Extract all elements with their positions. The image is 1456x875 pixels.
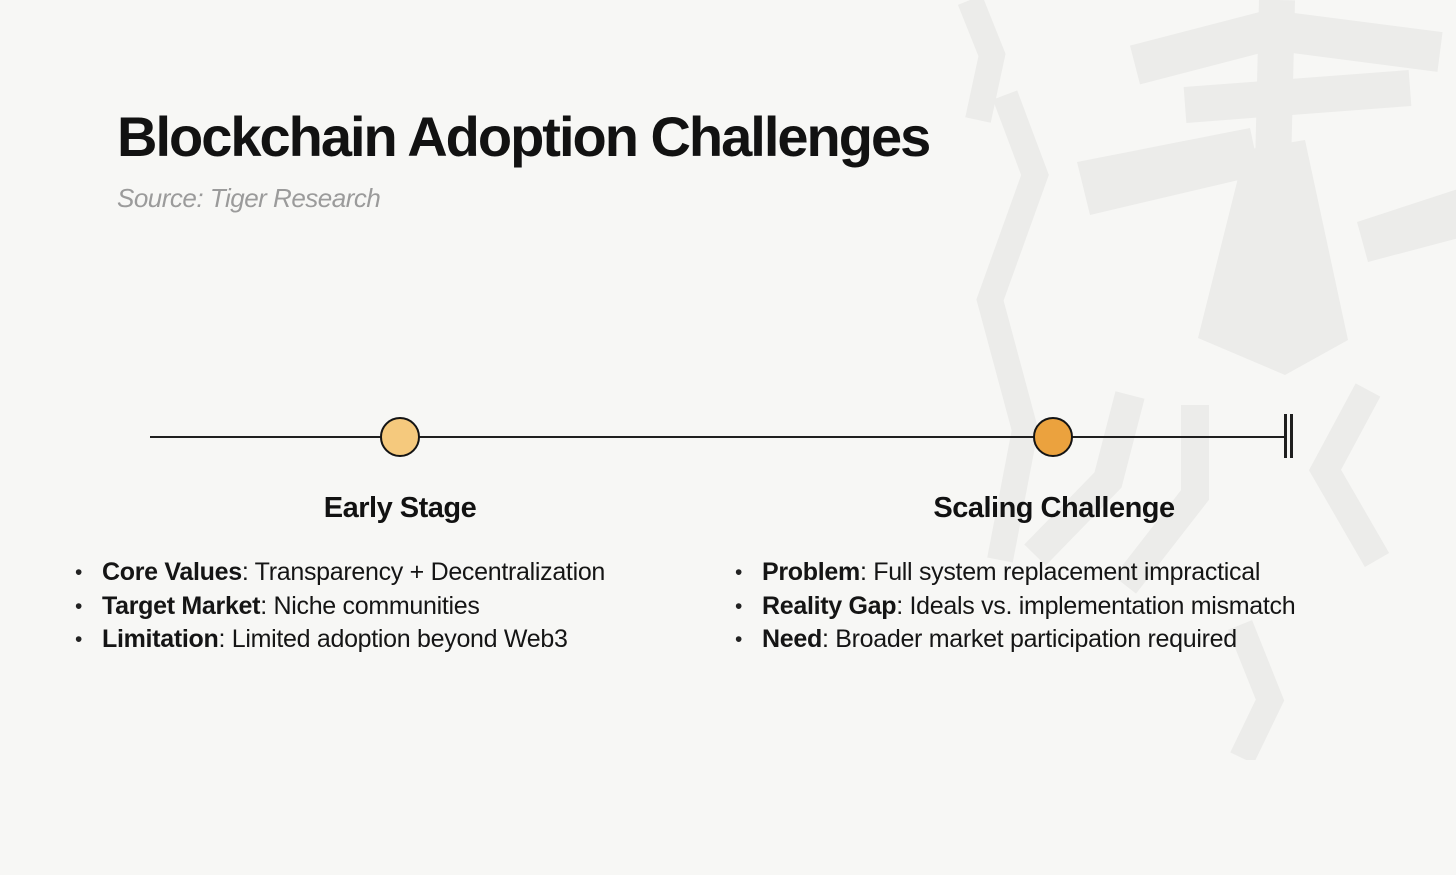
item-text: Core Values: Transparency + Decentraliza… (102, 556, 605, 590)
item-text: Limitation: Limited adoption beyond Web3 (102, 623, 568, 657)
bullet-icon: • (735, 628, 743, 651)
bullet-icon: • (735, 561, 743, 584)
item-term: Core Values (102, 558, 242, 586)
bullet-icon: • (75, 628, 83, 651)
item-description: : Niche communities (260, 591, 480, 620)
item-description: : Limited adoption beyond Web3 (218, 625, 568, 653)
list-item: • Problem: Full system replacement impra… (735, 556, 1295, 590)
timeline-marker-early-stage (380, 417, 420, 457)
item-term: Target Market (102, 591, 261, 620)
timeline-end-cap-bar (1290, 414, 1293, 458)
list-item: • Need: Broader market participation req… (735, 623, 1295, 657)
item-text: Target Market: Niche communities (102, 590, 480, 624)
item-term: Limitation (102, 625, 219, 653)
item-text: Need: Broader market participation requi… (762, 623, 1237, 657)
source-caption: Source: Tiger Research (117, 183, 381, 213)
page-title: Blockchain Adoption Challenges (117, 105, 931, 168)
list-item: • Reality Gap: Ideals vs. implementation… (735, 590, 1296, 624)
item-term: Reality Gap (762, 591, 897, 620)
item-description: : Broader market participation required (821, 625, 1237, 653)
bullet-icon: • (735, 594, 743, 618)
item-description: : Ideals vs. implementation mismatch (896, 591, 1296, 620)
bullet-icon: • (75, 594, 83, 618)
item-text: Problem: Full system replacement impract… (762, 556, 1260, 590)
item-term: Problem (762, 558, 860, 586)
bullet-icon: • (75, 561, 83, 584)
timeline-marker-scaling-challenge (1033, 417, 1073, 457)
list-item: • Target Market: Niche communities (75, 590, 605, 624)
list-item: • Limitation: Limited adoption beyond We… (75, 623, 605, 657)
item-text: Reality Gap: Ideals vs. implementation m… (762, 590, 1296, 624)
early-stage-details: • Core Values: Transparency + Decentrali… (75, 556, 605, 657)
item-term: Need (762, 625, 822, 653)
stage-label-early-stage: Early Stage (323, 492, 477, 524)
scaling-challenge-details: • Problem: Full system replacement impra… (735, 556, 1296, 657)
timeline-line (150, 435, 1284, 438)
item-description: : Full system replacement impractical (859, 558, 1261, 586)
list-item: • Core Values: Transparency + Decentrali… (75, 556, 605, 590)
item-description: : Transparency + Decentralization (241, 558, 606, 586)
stage-label-scaling-challenge: Scaling Challenge (933, 492, 1175, 524)
timeline-end-cap-bar (1284, 414, 1287, 458)
